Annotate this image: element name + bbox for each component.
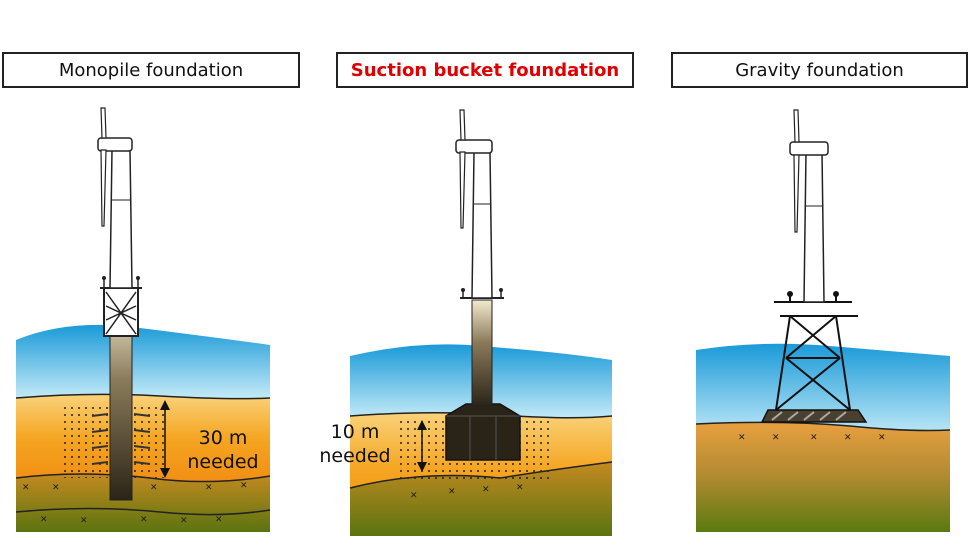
grout-marks	[91, 413, 151, 465]
suction-bucket-depth-annotation: 10 m needed	[312, 420, 398, 468]
sea-water	[16, 324, 270, 400]
sea-water	[696, 343, 950, 440]
svg-text:✕: ✕	[738, 433, 746, 443]
nacelle	[789, 141, 829, 156]
svg-text:✕: ✕	[810, 433, 818, 443]
svg-text:✕: ✕	[772, 433, 780, 443]
monopile-depth-note: needed	[187, 451, 259, 473]
svg-text:✕: ✕	[878, 433, 886, 443]
tower	[109, 149, 133, 289]
suction-bucket-panel: ✕ ✕ ✕ ✕	[349, 109, 613, 536]
svg-text:✕: ✕	[52, 483, 60, 493]
seabed-layer	[696, 422, 950, 532]
rock-marks: ✕ ✕ ✕ ✕	[410, 483, 524, 501]
svg-text:✕: ✕	[482, 485, 490, 495]
rock-marks: ✕ ✕ ✕ ✕ ✕ ✕ ✕ ✕ ✕ ✕	[22, 481, 248, 526]
suction-bucket	[445, 403, 521, 461]
svg-text:✕: ✕	[240, 481, 248, 491]
tower	[471, 151, 493, 299]
blade	[793, 109, 800, 143]
svg-text:✕: ✕	[844, 433, 852, 443]
gravity-title: Gravity foundation	[671, 52, 968, 88]
suction-bucket-title: Suction bucket foundation	[336, 52, 634, 88]
svg-text:✕: ✕	[180, 516, 188, 526]
suction-bucket-depth-value: 10 m	[330, 421, 380, 443]
monopile-depth-value: 30 m	[198, 427, 248, 449]
rock-marks: ✕ ✕ ✕ ✕ ✕	[738, 433, 886, 443]
svg-text:✕: ✕	[215, 515, 223, 525]
svg-text:✕: ✕	[80, 516, 88, 526]
gravity-panel: ✕ ✕ ✕ ✕ ✕	[695, 109, 951, 532]
svg-text:✕: ✕	[140, 515, 148, 525]
svg-text:✕: ✕	[205, 483, 213, 493]
blade	[459, 109, 466, 141]
jacket-structure	[774, 291, 858, 411]
monopile-panel: ✕ ✕ ✕ ✕ ✕ ✕ ✕ ✕ ✕ ✕	[15, 107, 271, 532]
nacelle	[455, 139, 493, 154]
monopile-title: Monopile foundation	[2, 52, 300, 88]
svg-text:✕: ✕	[40, 515, 48, 525]
bucket-shaft	[471, 299, 493, 407]
svg-text:✕: ✕	[410, 491, 418, 501]
svg-text:✕: ✕	[516, 483, 524, 493]
svg-text:✕: ✕	[448, 487, 456, 497]
nacelle	[97, 137, 133, 152]
bearing-layer	[16, 474, 270, 532]
svg-text:✕: ✕	[22, 483, 30, 493]
svg-text:✕: ✕	[150, 483, 158, 493]
monopile-depth-annotation: 30 m needed	[180, 426, 266, 474]
tower	[803, 151, 825, 303]
suction-bucket-depth-note: needed	[319, 445, 391, 467]
blade	[100, 107, 107, 139]
